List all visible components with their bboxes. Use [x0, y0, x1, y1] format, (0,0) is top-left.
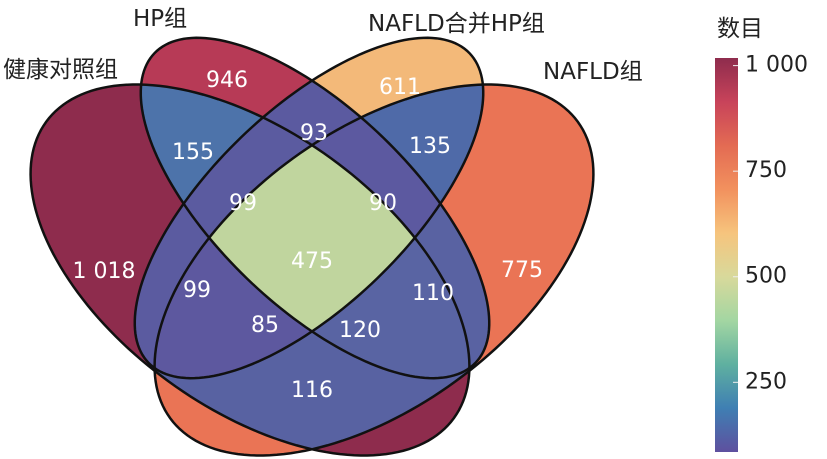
region-count-a: 1 018	[73, 259, 136, 284]
set-outline-healthy-control	[29, 83, 471, 457]
region-count-cd: 135	[409, 134, 451, 159]
region-count-d: 775	[501, 258, 543, 283]
venn-outlines	[29, 36, 595, 457]
region-count-ab: 155	[172, 140, 214, 165]
region-count-bcd: 90	[369, 191, 397, 216]
region-count-ac: 99	[183, 278, 211, 303]
set-label-nafld: NAFLD组	[543, 59, 643, 85]
set-outline-hp	[139, 36, 491, 380]
region-count-b: 946	[206, 68, 248, 93]
region-count-abc: 99	[229, 191, 257, 216]
set-label-hp: HP组	[133, 6, 187, 32]
venn-regions	[30, 37, 594, 456]
region-count-bd: 110	[412, 281, 454, 306]
colorbar-tick-label: 750	[745, 158, 787, 183]
set-label-healthy-control: 健康对照组	[3, 57, 118, 83]
set-outline-nafld-hp	[133, 36, 485, 380]
colorbar-title: 数目	[717, 16, 763, 42]
region-count-abd: 120	[339, 318, 381, 343]
colorbar-tick-label: 250	[745, 369, 787, 394]
colorbar-tick-label: 1 000	[745, 53, 808, 78]
region-count-abcd: 475	[291, 249, 333, 274]
colorbar	[715, 58, 738, 452]
region-count-acd: 85	[251, 313, 279, 338]
region-count-ad: 116	[291, 378, 333, 403]
set-label-nafld-hp: NAFLD合并HP组	[368, 11, 545, 37]
colorbar-tick-label: 500	[745, 264, 787, 289]
set-outline-nafld	[153, 83, 595, 457]
region-count-bc: 93	[300, 121, 328, 146]
region-count-c: 611	[379, 75, 421, 100]
colorbar-ticks: 1 000 750 500 250	[733, 53, 808, 394]
